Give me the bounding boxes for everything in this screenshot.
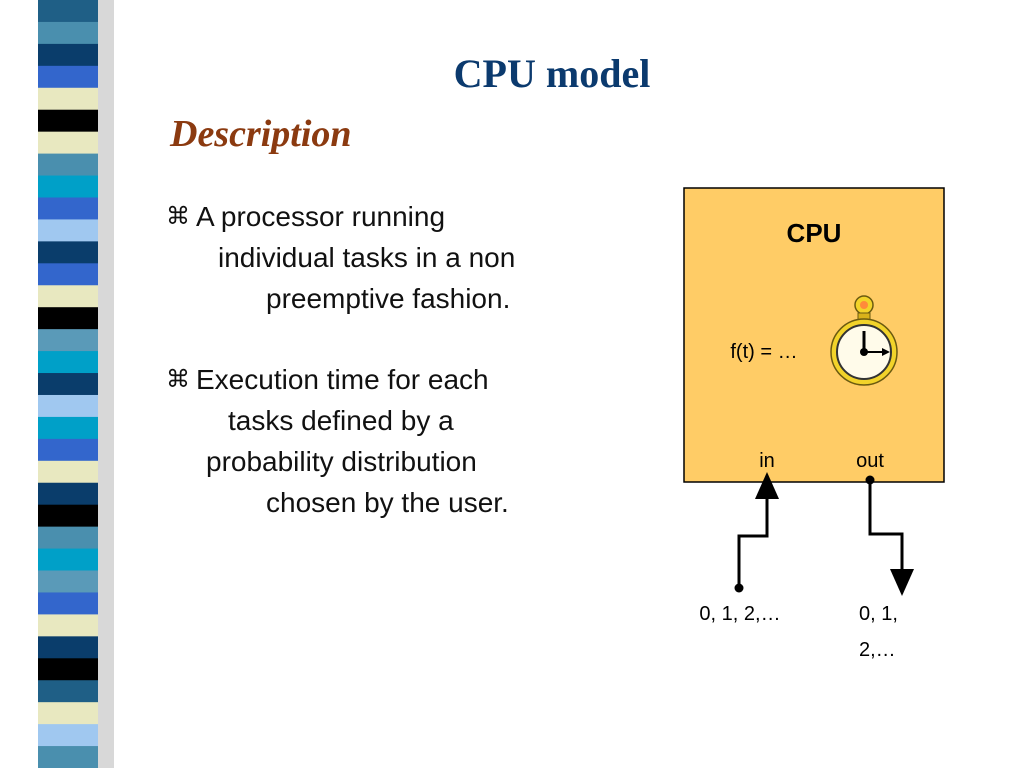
bullet-item: ⌘ Execution time for each tasks defined … xyxy=(166,359,626,523)
stripe-segment xyxy=(38,87,98,111)
stripe-segment xyxy=(38,43,98,67)
stripe-segment xyxy=(38,746,98,768)
stripe-segment xyxy=(38,175,98,198)
stripe-segment xyxy=(38,614,98,637)
stripe-segment xyxy=(38,416,98,440)
stripe-segment xyxy=(38,197,98,220)
stripe-segment xyxy=(38,724,98,747)
stripe-segment xyxy=(38,153,98,177)
stripe-segment xyxy=(38,438,98,462)
bullet-line: probability distribution xyxy=(206,446,477,477)
bullet-mark-icon: ⌘ xyxy=(166,203,190,230)
stripe-segment xyxy=(38,548,98,572)
cpu-box-title: CPU xyxy=(787,218,842,248)
stopwatch-icon xyxy=(830,295,898,386)
port-in-label: in xyxy=(759,450,775,472)
slide-subtitle: Description xyxy=(170,113,352,155)
output-sequence-label: 2,… xyxy=(859,639,896,661)
stripe-segment xyxy=(38,351,98,374)
stripe-segment xyxy=(38,263,98,286)
bullet-line: tasks defined by a xyxy=(228,405,454,436)
bullet-line: preemptive fashion. xyxy=(266,283,511,314)
stripe-segment xyxy=(38,636,98,659)
stripe-segment xyxy=(38,460,98,484)
output-sequence-label: 0, 1, xyxy=(859,603,898,625)
stripe-segment xyxy=(38,0,98,23)
input-connector xyxy=(734,472,779,593)
stripe-shadow xyxy=(98,0,114,768)
cpu-formula: f(t) = … xyxy=(730,341,797,363)
stripe-segment xyxy=(38,373,98,396)
stripe-segment xyxy=(38,658,98,681)
bullet-item: ⌘ A processor running individual tasks i… xyxy=(166,196,626,319)
bullet-mark-icon: ⌘ xyxy=(166,366,190,393)
stripe-segment xyxy=(38,394,98,418)
stripe-segment xyxy=(38,482,98,506)
output-connector xyxy=(865,475,914,596)
bullet-line: individual tasks in a non xyxy=(218,242,516,273)
stripe-segment xyxy=(38,21,98,45)
stripe-segment xyxy=(38,702,98,725)
stripe-segment xyxy=(38,219,98,242)
bullet-line: A processor running xyxy=(196,201,446,232)
stripe-segment xyxy=(38,504,98,528)
decorative-stripe-band xyxy=(0,0,120,768)
stripe-segment xyxy=(38,526,98,550)
stripe-segment xyxy=(38,592,98,615)
cpu-box xyxy=(683,187,945,483)
stripe-segment xyxy=(38,109,98,133)
bullet-line: chosen by the user. xyxy=(266,487,509,518)
stripe-segment xyxy=(38,329,98,352)
port-out-label: out xyxy=(856,450,884,472)
stripe-segment xyxy=(38,680,98,703)
stripe-segment xyxy=(38,131,98,155)
bullet-list: ⌘ A processor running individual tasks i… xyxy=(166,196,626,563)
slide-title: CPU model xyxy=(453,51,651,96)
input-sequence-label: 0, 1, 2,… xyxy=(699,603,780,625)
stripe-segment xyxy=(38,285,98,308)
stripe-segment xyxy=(38,570,98,593)
stripe-segment xyxy=(38,65,98,89)
stripe-segment xyxy=(38,307,98,330)
stripe-segment xyxy=(38,241,98,264)
bullet-line: Execution time for each xyxy=(196,364,489,395)
